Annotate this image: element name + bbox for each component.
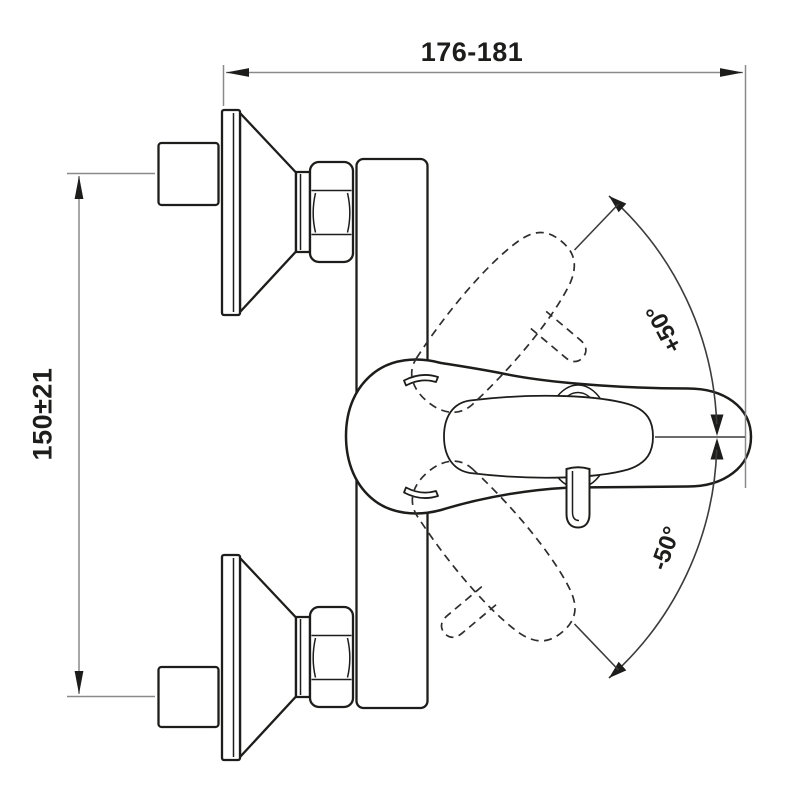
- escutcheon-cone-top: [238, 111, 298, 314]
- angle-up-label: +50°: [641, 300, 688, 357]
- body-slot-bottom: [403, 486, 439, 499]
- escutcheon-flange-top: [220, 108, 242, 317]
- body-slot-top: [403, 374, 439, 387]
- escutcheon-cone-bottom: [238, 556, 298, 759]
- handle-position-up-dashed: [410, 231, 587, 414]
- wall-pipe-stub-top: [157, 141, 220, 207]
- wall-connection-bottom: [157, 553, 355, 762]
- hex-nut-bottom: [308, 605, 355, 709]
- dimension-height: 150±21: [28, 172, 155, 698]
- hex-nut-top: [308, 160, 355, 264]
- radial-line-up: [573, 203, 620, 251]
- wall-pipe-stub-bottom: [157, 665, 220, 729]
- radial-line-down: [573, 623, 620, 671]
- angle-arc-up: [608, 195, 718, 425]
- dimension-width: 176-181: [222, 37, 747, 488]
- angle-annotation: +50° -50°: [573, 195, 745, 679]
- wall-connection-top: [157, 108, 355, 317]
- zero-reference-arrow-top: [710, 414, 724, 436]
- height-dimension-label: 150±21: [28, 368, 58, 461]
- zero-reference-arrow-bottom: [710, 438, 724, 460]
- connector-neck-bottom: [294, 615, 312, 699]
- connector-neck-top: [294, 170, 312, 254]
- handle-position-down-dashed: [411, 460, 576, 642]
- handle-top-surface: [443, 394, 654, 479]
- escutcheon-flange-bottom: [220, 553, 242, 762]
- width-dimension-label: 176-181: [421, 37, 524, 67]
- faucet-body: [344, 157, 753, 710]
- temperature-lever: [565, 466, 591, 529]
- angle-down-label: -50°: [646, 523, 687, 574]
- angle-arc-down: [608, 449, 718, 679]
